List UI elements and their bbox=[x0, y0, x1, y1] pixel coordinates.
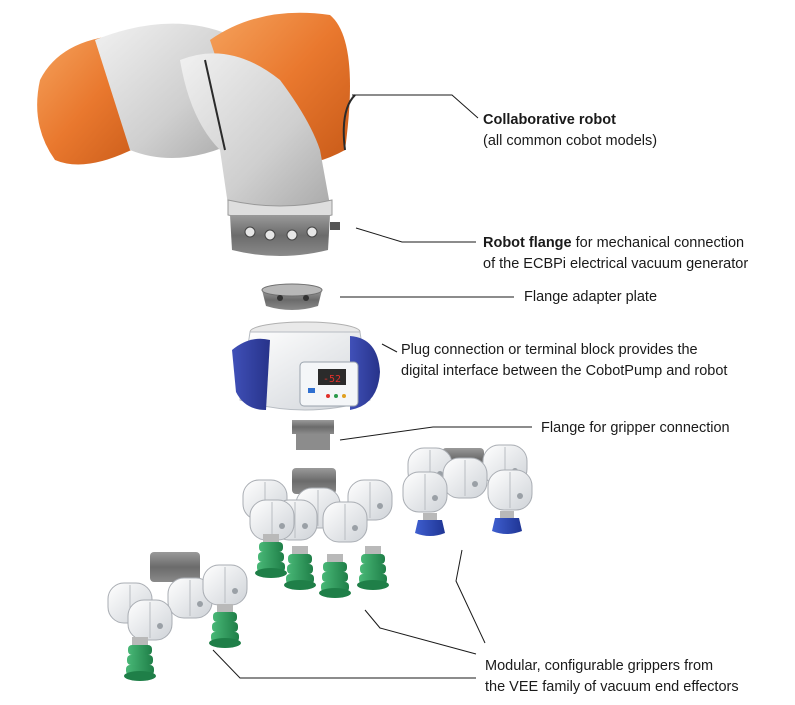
plug-connection-label: Plug connection or terminal block provid… bbox=[401, 340, 727, 382]
gripper-green-cups-large bbox=[243, 468, 392, 598]
flange-adapter-label: Flange adapter plate bbox=[524, 287, 657, 308]
collaborative-robot bbox=[37, 13, 355, 256]
gripper-blue-cups bbox=[403, 445, 532, 536]
flange-adapter-plate bbox=[262, 284, 322, 310]
collaborative-robot-label: Collaborative robot (all common cobot mo… bbox=[483, 110, 657, 152]
gripper-green-cups-small bbox=[108, 552, 247, 681]
pump-display-readout: -52 bbox=[323, 374, 341, 385]
grippers-label: Modular, configurable grippers from the … bbox=[485, 656, 739, 698]
robot-flange-label: Robot flange for mechanical connection o… bbox=[483, 233, 748, 275]
cobotpump-vacuum-generator: -52 bbox=[232, 322, 380, 450]
gripper-flange-label: Flange for gripper connection bbox=[541, 418, 730, 439]
